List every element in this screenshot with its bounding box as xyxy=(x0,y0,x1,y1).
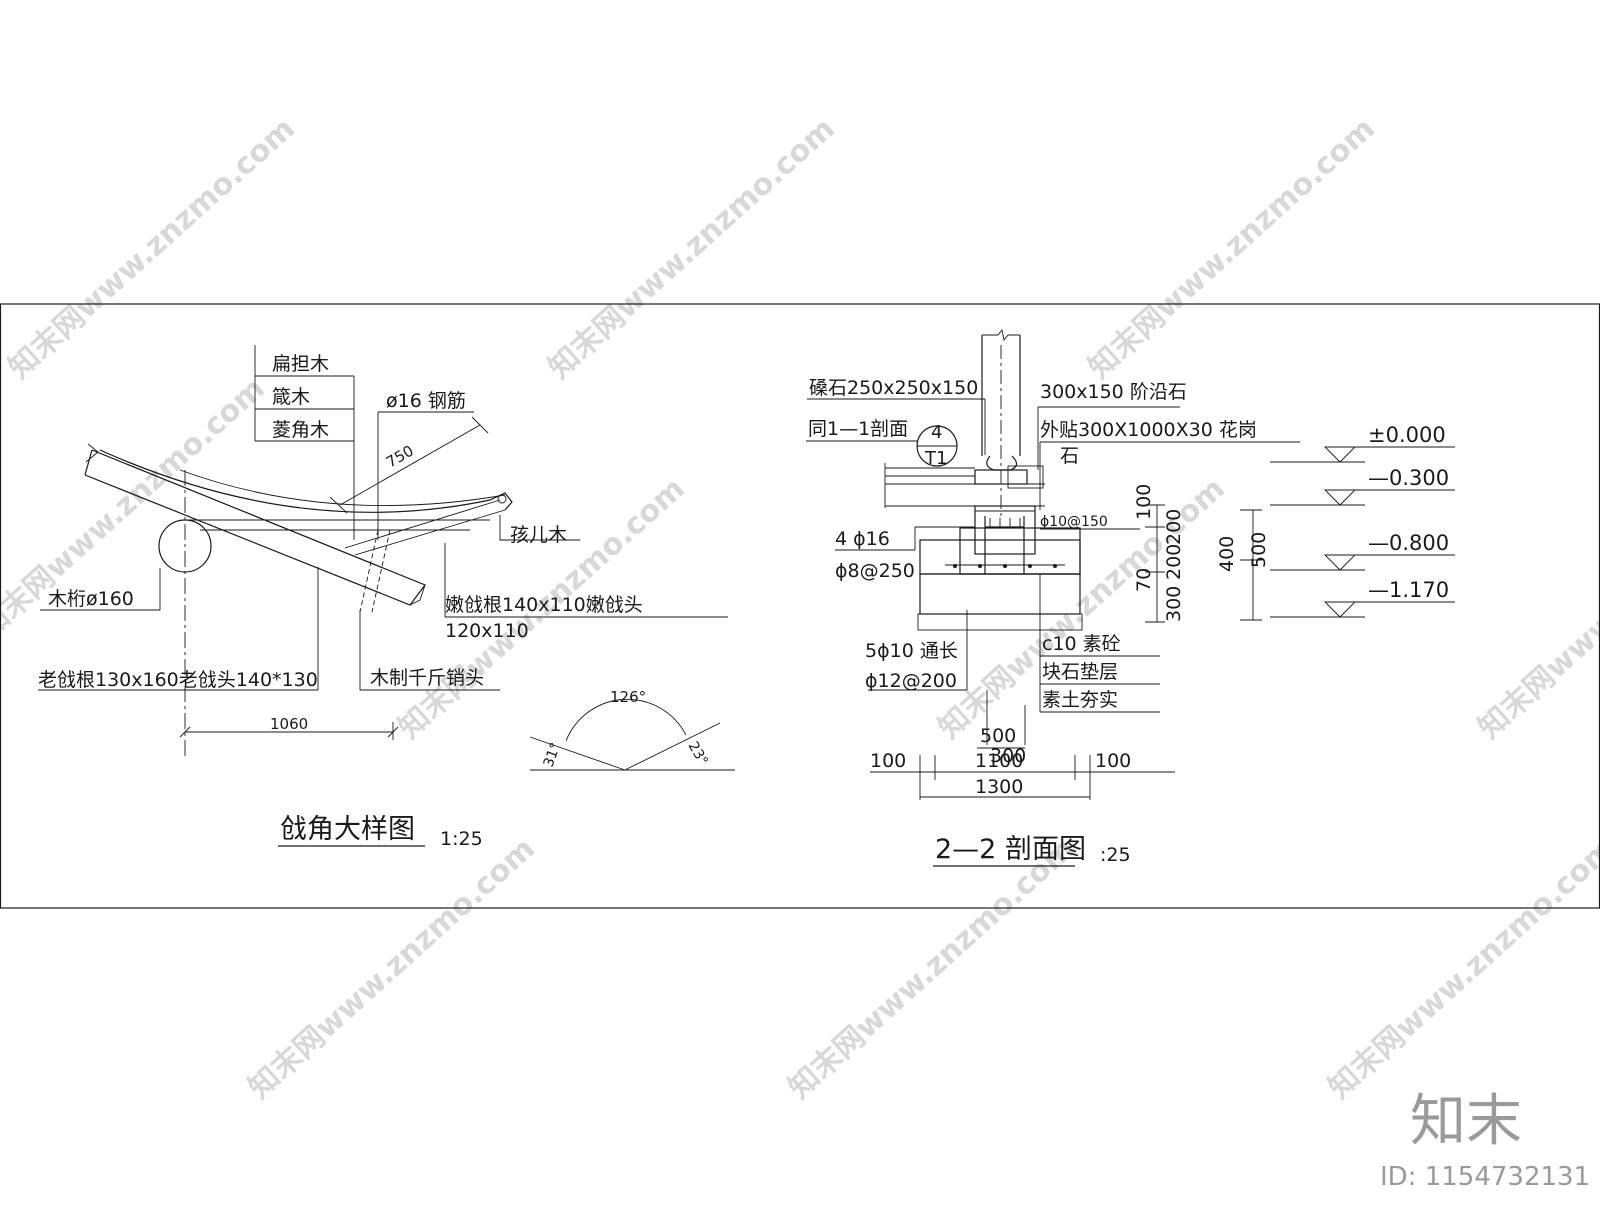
elev-0: ±0.000 xyxy=(1368,423,1446,447)
label-kuaishi: 块石垫层 xyxy=(1042,661,1118,683)
label-waitie2: 石 xyxy=(1060,445,1079,467)
right-title: 2—2 剖面图 xyxy=(935,834,1086,865)
watermark: 知末网www.znzmo.com xyxy=(1472,471,1600,746)
label-sutu: 素土夯实 xyxy=(1042,689,1118,711)
watermark: 知末网www.znzmo.com xyxy=(542,111,842,386)
label-biandanmu: 扁担木 xyxy=(272,353,329,375)
left-title: 戗角大样图 xyxy=(280,814,415,845)
watermark: 知末网www.znzmo.com xyxy=(1082,111,1382,386)
ref-circle-bot: T1 xyxy=(924,448,947,469)
label-dim100b: 100 xyxy=(1095,750,1131,772)
label-vdim: 200 xyxy=(1163,544,1185,580)
watermark: 知末网www.znzmo.com xyxy=(242,831,542,1106)
image-id: ID: 1154732131 xyxy=(1380,1162,1590,1192)
watermark: 知末网www.znzmo.com xyxy=(782,831,1082,1106)
label-tong11: 同1—1剖面 xyxy=(808,418,908,440)
label-muheng: 木桁ø160 xyxy=(48,588,134,610)
label-rebar4: 5ϕ10 通长 xyxy=(865,640,958,662)
label-vdim: 100 xyxy=(1133,484,1155,520)
label-nengen: 嫩戗根140x110嫩戗头 xyxy=(445,594,643,616)
label-nengen2: 120x110 xyxy=(445,620,529,642)
label-vdim: 500 xyxy=(1248,532,1270,568)
elev-3: —1.170 xyxy=(1368,578,1449,602)
label-dim1100: 1100 xyxy=(975,750,1023,772)
elev-1: —0.300 xyxy=(1368,466,1449,490)
label-ang126: 126° xyxy=(610,688,646,706)
label-dim1060: 1060 xyxy=(270,715,308,733)
right-section: 4 T1 磉石250x250x150 300x150 阶沿石 同1—1剖面 外贴… xyxy=(806,328,1455,867)
label-vdim: 200 xyxy=(1163,509,1185,545)
right-scale: :25 xyxy=(1100,844,1131,866)
label-linjiaomu: 菱角木 xyxy=(272,419,329,441)
label-dim500: 500 xyxy=(980,725,1016,747)
label-dim750: 750 xyxy=(383,442,417,472)
label-rebar5: ϕ12@200 xyxy=(865,670,957,692)
watermark: 知末网www.znzmo.com xyxy=(1322,831,1600,1106)
label-jieyan: 300x150 阶沿石 xyxy=(1040,381,1187,403)
brand-logo: 知末 xyxy=(1410,1089,1522,1154)
label-rebar2: ϕ8@250 xyxy=(835,560,915,582)
label-dim100a: 100 xyxy=(870,750,906,772)
label-haiermu: 孩儿木 xyxy=(510,524,567,546)
label-rebar3: ϕ10@150 xyxy=(1040,514,1108,530)
label-vdim: 300 xyxy=(1163,586,1185,622)
ref-circle-top: 4 xyxy=(931,422,942,443)
label-waitie: 外贴300X1000X30 花岗 xyxy=(1040,419,1257,441)
watermark: 知末网www.znzmo.com xyxy=(0,371,272,646)
label-ang31: 31° xyxy=(541,741,565,770)
label-xiaotou: 木制千斤销头 xyxy=(370,667,484,689)
elev-2: —0.800 xyxy=(1368,531,1449,555)
label-rebar1: 4 ϕ16 xyxy=(835,528,890,550)
left-scale: 1:25 xyxy=(440,828,483,850)
label-c10: c10 素砼 xyxy=(1042,633,1121,655)
watermark-layer: 知末网www.znzmo.com 知末网www.znzmo.com 知末网www… xyxy=(0,111,1600,1106)
elevation-markers: ±0.000 —0.300 —0.800 —1.170 xyxy=(1270,423,1455,618)
label-jianmu: 箴木 xyxy=(272,386,310,408)
label-dim1300: 1300 xyxy=(975,776,1023,798)
watermark: 知末网www.znzmo.com xyxy=(2,111,302,386)
label-vdim: 70 xyxy=(1133,568,1155,592)
label-steel: ø16 钢筋 xyxy=(386,390,466,412)
label-ang23: 23° xyxy=(685,739,711,769)
label-sangshi: 磉石250x250x150 xyxy=(809,377,978,399)
label-vdim: 400 xyxy=(1216,536,1238,572)
label-laoqiang: 老戗根130x160老戗头140*130 xyxy=(38,669,318,691)
left-detail: 扁担木 箴木 菱角木 ø16 钢筋 750 孩儿木 木 xyxy=(38,345,735,850)
label-dim300: 300 xyxy=(990,745,1026,767)
